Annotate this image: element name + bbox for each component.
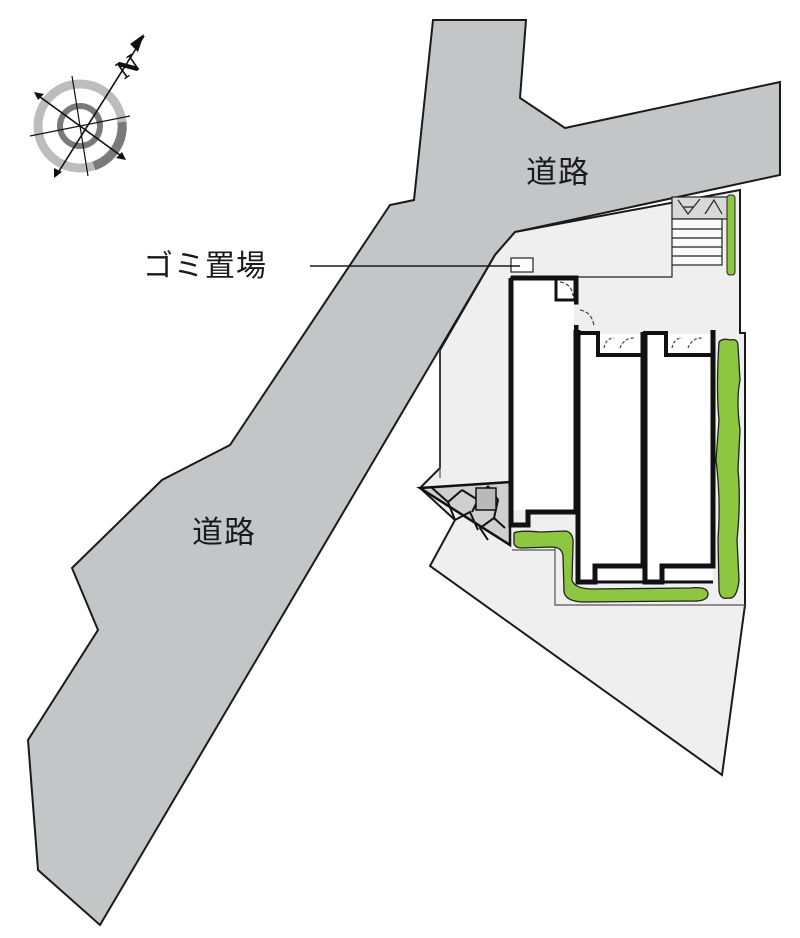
door-swing-icon <box>603 337 635 349</box>
entrance-stairs <box>510 194 736 278</box>
door-swing-icon <box>559 281 574 297</box>
unit-3-top <box>643 331 713 357</box>
road-label-north: 道路 <box>526 155 590 191</box>
road-label-west: 道路 <box>192 515 256 551</box>
hedge-east <box>715 338 741 599</box>
compass-outer-ring-dark <box>92 121 127 171</box>
greenery <box>513 338 741 603</box>
unit-2-top <box>576 331 643 357</box>
arrowhead <box>34 92 44 100</box>
hedge-south <box>513 530 709 603</box>
road-network <box>26 19 781 927</box>
door-swing-icon <box>671 337 703 349</box>
door-swing-icon <box>579 309 595 327</box>
stone-dark <box>475 487 497 511</box>
unit-2-interior <box>578 334 641 580</box>
stone-pattern <box>677 198 723 215</box>
stone-paving-ne <box>671 196 731 220</box>
unit-1-interior <box>513 280 574 510</box>
north-arrow-compass-icon: N <box>29 34 145 178</box>
road-main-diagonal <box>26 19 781 927</box>
arrowhead <box>116 152 126 160</box>
compass-axis <box>71 75 89 177</box>
garbage-station-label: ゴミ置場 <box>143 249 267 284</box>
unit-3 <box>642 330 716 585</box>
parking-outline <box>554 540 745 606</box>
apartment-building <box>508 275 716 585</box>
unit-1-top <box>511 275 579 300</box>
north-arrowhead <box>130 34 144 52</box>
compass-axis <box>55 35 145 177</box>
compass-inner-ring <box>57 103 103 149</box>
hedge-ne <box>726 194 736 276</box>
stairs <box>671 218 723 266</box>
garbage-station <box>510 257 534 273</box>
arrowhead <box>54 168 62 178</box>
unit-3-interior <box>645 334 713 580</box>
stone-paving-sw <box>416 480 512 548</box>
unit-1-entry <box>554 280 576 302</box>
